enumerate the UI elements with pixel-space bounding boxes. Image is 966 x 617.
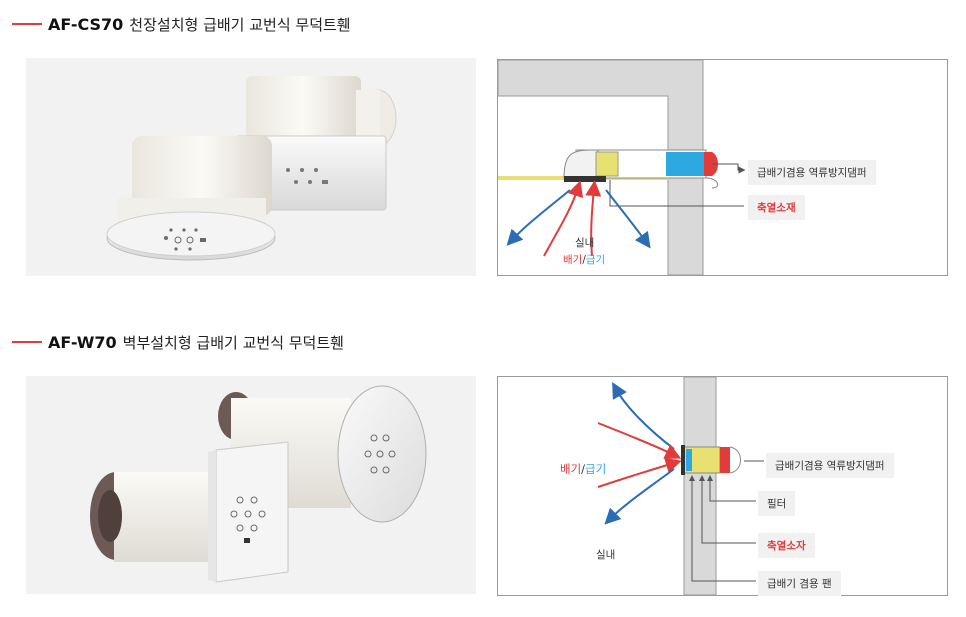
- label-exhaust-2: 배기: [560, 462, 582, 476]
- label-filter-2: 필터: [758, 491, 796, 516]
- label-supply-1: 급기: [585, 254, 606, 266]
- section2-title: AF-W70 벽부설치형 급배기 교번식 무덕트휀: [12, 330, 344, 354]
- section1-title: AF-CS70 천장설치형 급배기 교번식 무덕트휀: [12, 12, 351, 36]
- section2-desc: 벽부설치형 급배기 교번식 무덕트휀: [122, 333, 344, 352]
- section2-model: AF-W70: [48, 332, 117, 352]
- product-photo-wall-fan: [26, 376, 476, 594]
- label-exhaust-1: 배기: [563, 254, 583, 266]
- label-exhaust-supply-1: 배기/급기: [563, 252, 605, 267]
- diagram-ceiling-install: 급배기겸용 역류방지댐퍼 축열소재 실내 배기/급기: [497, 59, 948, 276]
- title-accent-line: [12, 341, 42, 343]
- diagram-wall-install: 급배기겸용 역류방지댐퍼 필터 축열소자 급배기 겸용 팬 배기/급기 실내: [497, 376, 948, 596]
- label-damper-2: 급배기겸용 역류방지댐퍼: [766, 453, 894, 478]
- section1-desc: 천장설치형 급배기 교번식 무덕트휀: [129, 15, 351, 34]
- label-insulation-2: 축열소자: [758, 533, 815, 558]
- label-slash-1: /: [582, 254, 586, 266]
- label-damper-1: 급배기겸용 역류방지댐퍼: [748, 160, 876, 185]
- product-photo-ceiling-fan: [26, 58, 476, 276]
- label-exhaust-supply-2: 배기/급기: [560, 461, 606, 477]
- label-indoor-2: 실내: [596, 549, 616, 561]
- label-indoor-1: 실내: [575, 237, 595, 249]
- label-slash-2: /: [581, 462, 586, 476]
- label-insulation-1: 축열소재: [748, 195, 805, 220]
- section1-model: AF-CS70: [48, 14, 124, 34]
- label-fan-2: 급배기 겸용 팬: [758, 571, 841, 596]
- title-accent-line: [12, 23, 42, 25]
- label-supply-2: 급기: [585, 462, 607, 476]
